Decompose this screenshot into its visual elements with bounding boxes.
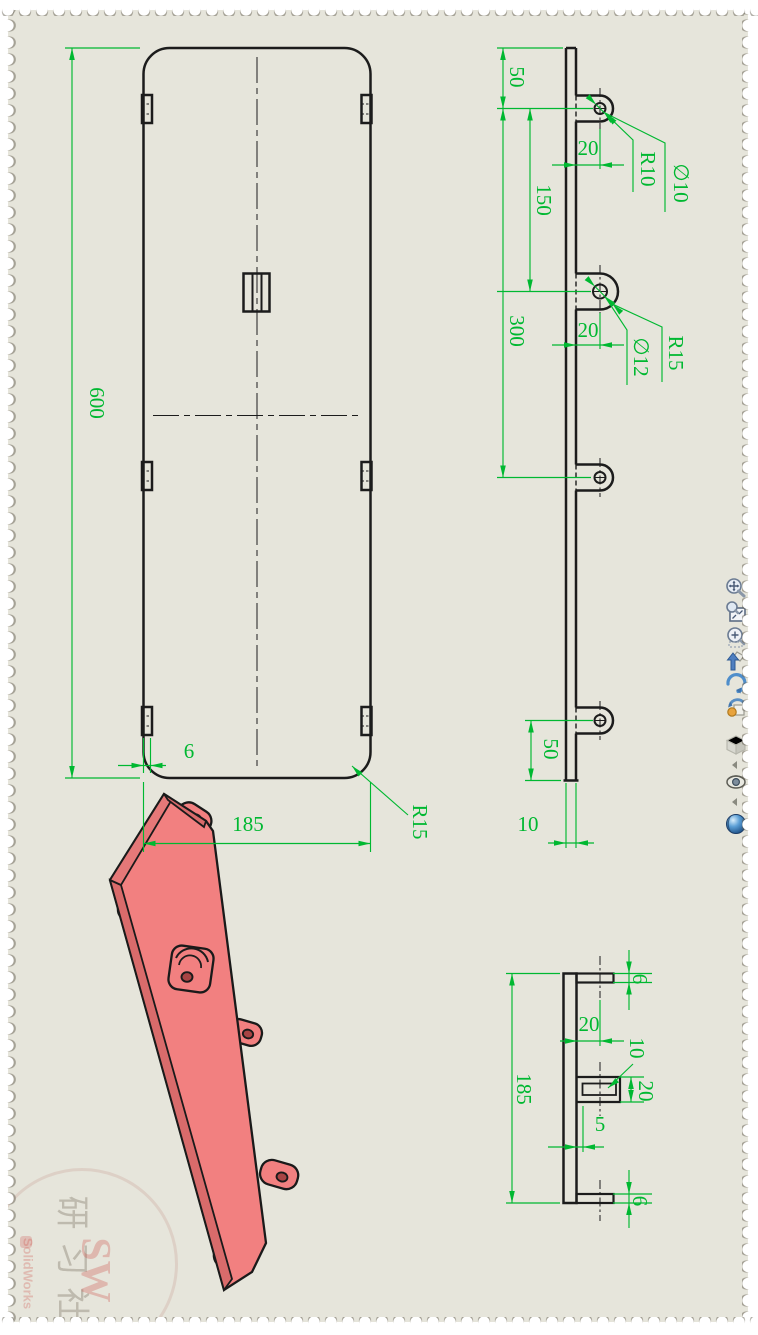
dim-top-clip-width: 20 xyxy=(634,1081,658,1102)
dim-side-end-offset-bottom: 50 xyxy=(539,739,563,760)
flyout-arrow-icon[interactable] xyxy=(730,794,740,806)
dim-front-width: 185 xyxy=(232,812,264,836)
stamp-border-left xyxy=(0,0,16,1335)
hide-show-items-eye-icon[interactable] xyxy=(724,769,748,793)
dim-front-tab-offset: 6 xyxy=(184,739,195,763)
front-view[interactable] xyxy=(140,46,373,780)
dim-side-hole-dia-2: ∅12 xyxy=(629,337,653,376)
dim-top-tab-thickness-a: 6 xyxy=(628,974,652,985)
dim-front-corner-radius: R15 xyxy=(408,804,432,839)
dim-side-radius-1: R10 xyxy=(636,151,660,186)
zoom-to-fit-icon[interactable] xyxy=(724,575,748,599)
dim-side-pitch-300: 300 xyxy=(505,315,529,347)
dim-top-tab-length: 20 xyxy=(579,1012,600,1036)
stamp-border-top xyxy=(0,0,758,16)
dim-side-hole-dia-1: ∅10 xyxy=(669,163,693,202)
dim-top-clip-offset: 5 xyxy=(595,1112,606,1136)
part-3d-view[interactable] xyxy=(108,792,301,1293)
top-view[interactable] xyxy=(562,956,622,1221)
stamp-border-bottom xyxy=(0,1317,758,1335)
dim-top-width: 185 xyxy=(512,1073,536,1105)
roll-view-icon[interactable] xyxy=(724,695,748,719)
dim-top-tab-thickness-b: 6 xyxy=(628,1196,652,1207)
stamp-paper xyxy=(8,10,748,1322)
previous-view-icon[interactable] xyxy=(724,648,748,672)
dim-side-thickness: 10 xyxy=(518,812,539,836)
part-clip-boss xyxy=(167,944,215,994)
zoom-to-area-icon[interactable] xyxy=(724,600,748,624)
stamp-border-right xyxy=(742,0,758,1335)
dim-side-hole-offset-2: 20 xyxy=(578,318,599,342)
dim-front-height: 600 xyxy=(85,387,109,419)
part-top-edge-face xyxy=(163,793,208,829)
flyout-arrow-icon[interactable] xyxy=(730,757,740,769)
dim-side-pitch-150: 150 xyxy=(532,184,556,216)
dimensions: 600 6 185 R15 50 150 300 20 R10 ∅10 20 ∅… xyxy=(65,47,693,1228)
centerlines xyxy=(153,57,361,770)
dim-side-end-offset-top: 50 xyxy=(505,67,529,88)
dim-side-hole-offset-1: 20 xyxy=(578,136,599,160)
dim-side-radius-2: R15 xyxy=(664,335,688,370)
dim-top-slot-width: 10 xyxy=(625,1038,649,1059)
